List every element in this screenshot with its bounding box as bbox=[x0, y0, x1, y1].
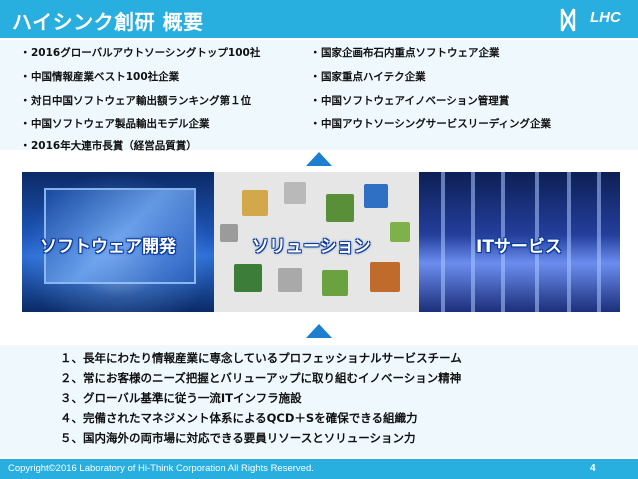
triangle-up-icon bbox=[306, 324, 332, 338]
award-item: ・2016グローバルアウトソーシングトップ100社 bbox=[20, 47, 261, 59]
company-logo bbox=[560, 8, 576, 32]
it-server-room-image bbox=[419, 172, 620, 312]
strength-item: ５、国内海外の両市場に対応できる要員リソースとソリューション力 bbox=[60, 431, 416, 445]
slide-title: ハイシンク創研 概要 bbox=[12, 10, 204, 34]
panel-label-solution: ソリューション bbox=[252, 237, 371, 257]
footer-bar bbox=[0, 459, 638, 479]
strength-item: ２、常にお客様のニーズ把握とバリューアップに取り組むイノベーション精神 bbox=[60, 371, 462, 385]
awards-box bbox=[0, 40, 638, 150]
logo-text: LHC bbox=[590, 9, 621, 26]
strength-item: ３、グローバル基準に従う一流ITインフラ施設 bbox=[60, 391, 302, 405]
triangle-up-icon bbox=[306, 152, 332, 166]
laptop-screen-graphic bbox=[44, 188, 196, 284]
page-number: 4 bbox=[590, 463, 596, 474]
panel-label-it-service: ITサービス bbox=[476, 237, 562, 257]
award-item: ・2016年大連市長賞（経営品質賞） bbox=[20, 140, 197, 152]
header-bar bbox=[0, 0, 638, 38]
copyright-text: Copyright©2016 Laboratory of Hi-Think Co… bbox=[8, 463, 314, 474]
award-item: ・中国ソフトウェアイノベーション管理賞 bbox=[310, 95, 510, 107]
award-item: ・国家企画布石内重点ソフトウェア企業 bbox=[310, 47, 500, 59]
strengths-box bbox=[0, 345, 638, 457]
award-item: ・中国アウトソーシングサービスリーディング企業 bbox=[310, 118, 552, 130]
award-item: ・中国情報産業ベスト100社企業 bbox=[20, 71, 180, 83]
award-item: ・国家重点ハイテク企業 bbox=[310, 71, 426, 83]
award-item: ・中国ソフトウェア製品輸出モデル企業 bbox=[20, 118, 210, 130]
strength-item: ４、完備されたマネジメント体系によるQCD＋Sを確保できる組織力 bbox=[60, 411, 418, 425]
solution-cubes-image bbox=[214, 172, 419, 312]
panel-label-software: ソフトウェア開発 bbox=[40, 237, 176, 257]
award-item: ・対日中国ソフトウェア輸出額ランキング第１位 bbox=[20, 95, 252, 107]
strength-item: １、長年にわたり情報産業に専念しているプロフェッショナルサービスチーム bbox=[60, 351, 462, 365]
